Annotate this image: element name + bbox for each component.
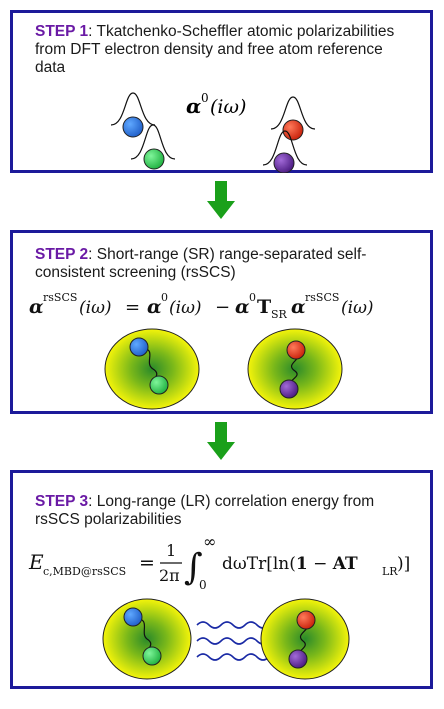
formula-energy-int-upper: ∞ [203,532,216,551]
formula-rsscs-t2-alpha2: α [291,296,306,318]
step-1-description: : Tkatchenko-Scheffler atomic polarizabi… [35,23,395,76]
down-arrow-1 [207,181,235,219]
formula-energy-integrand-one: 1 [296,554,308,574]
step-2-box: STEP 2: Short-range (SR) range-separated… [10,230,433,414]
formula-rsscs-t2-sup2: rsSCS [305,291,339,304]
formula-rsscs-t1-alpha: α [147,296,162,318]
coupling-waves [196,621,270,661]
right-coupled-sphere [260,598,350,680]
red-atom [282,119,304,141]
formula-energy-E-sub: c,MBD@rsSCS [43,565,126,578]
formula-alpha0-arg: (iω) [210,96,246,118]
step-2-label: STEP 2 [35,246,89,263]
formula-rsscs-lhs-alpha: α [29,296,44,318]
formula-alpha0-alpha: α [186,94,201,118]
formula-rsscs-minus: − [215,297,230,318]
step-1-label: STEP 1 [35,23,89,40]
left-blue-atom [129,337,149,357]
formula-rsscs-lhs-arg: (iω) [79,298,112,318]
formula-alpha0: α 0 (iω) [186,91,246,118]
purple-atom-density-curve [262,130,308,166]
formula-energy-E: E [28,550,44,574]
formula-rsscs-t2-sup: 0 [249,291,256,304]
formula-rsscs: α rsSCS (iω) = α 0 (iω) − α 0 T SR α rsS… [29,291,374,321]
right-red-atom [286,340,306,360]
step-2-description: : Short-range (SR) range-separated self-… [35,246,367,281]
formula-rsscs-eq: = [125,297,140,318]
formula-rsscs-t1-arg: (iω) [169,298,202,318]
svg-text:dωTr[ln(1 − AT: dωTr[ln(1 − AT [222,554,358,574]
formula-energy-integrand-sub: LR [382,565,398,578]
formula-energy-int-lower: 0 [199,578,207,592]
formula-energy-integrand-minus: − [308,554,333,574]
left-coupled-green-atom [142,646,162,666]
formula-energy-integrand-AT: AT [332,554,358,574]
formula-rsscs-t2-T-sub: SR [271,308,288,321]
formula-energy-eq: = [139,552,155,574]
right-coupled-purple-atom [288,649,308,669]
formula-energy-integral: ∫ [184,547,203,588]
blue-atom-density-curve [110,92,156,126]
screened-atoms-illustration [104,328,343,410]
formula-rsscs-t2-arg: (iω) [341,298,374,318]
blue-atom [122,116,144,138]
step-3-box: STEP 3: Long-range (LR) correlation ener… [10,470,433,689]
step-1-text: STEP 1: Tkatchenko-Scheffler atomic pola… [35,23,415,77]
step-1-box: STEP 1: Tkatchenko-Scheffler atomic pola… [10,10,433,173]
green-atom-density-curve [130,124,176,160]
formula-energy-frac-den: 2π [159,566,180,585]
right-purple-atom [279,379,299,399]
free-atoms-illustration [110,92,316,173]
left-coupled-blue-atom [123,607,143,627]
formula-rsscs-t1-sup: 0 [161,291,168,304]
left-green-atom [149,375,169,395]
coupled-atoms-illustration [102,598,350,680]
formula-energy-frac-num: 1 [166,541,176,560]
down-arrow-2 [207,422,235,460]
step-3-description: : Long-range (LR) correlation energy fro… [35,493,375,528]
green-atom [143,148,165,170]
step-3-text: STEP 3: Long-range (LR) correlation ener… [35,493,415,529]
right-screened-sphere [247,328,343,410]
formula-rsscs-t2-alpha: α [235,296,250,318]
formula-rsscs-lhs-sup: rsSCS [43,291,77,304]
right-coupled-red-atom [296,610,316,630]
formula-energy: E c,MBD@rsSCS = 1 2π ∫ ∞ 0 dωTr[ln(1 − A… [28,532,410,592]
formula-alpha0-sup: 0 [201,91,209,105]
red-atom-density-curve [270,96,316,130]
formula-rsscs-t2-T: T [257,296,271,318]
formula-energy-integrand-a: dωTr[ln( [222,554,296,574]
step-3-label: STEP 3 [35,493,89,510]
step-2-text: STEP 2: Short-range (SR) range-separated… [35,246,415,282]
purple-atom [273,152,295,173]
formula-energy-integrand-close: )] [397,554,410,574]
